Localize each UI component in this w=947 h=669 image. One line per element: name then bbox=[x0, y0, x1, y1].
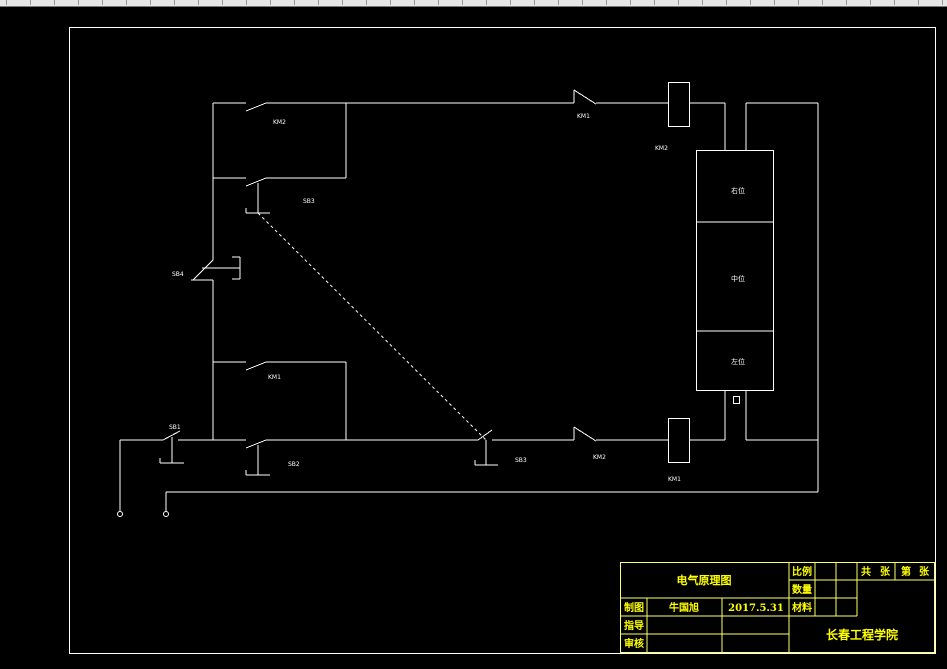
top-bar-tick bbox=[264, 0, 271, 5]
top-bar-tick bbox=[624, 0, 631, 5]
label-km1-mid: KM1 bbox=[268, 374, 281, 381]
title-block: 电气原理图 比例 数量 材料 共 张 第 张 制图 牛国旭 2017.5.31 … bbox=[620, 562, 935, 653]
top-bar-tick bbox=[144, 0, 151, 5]
label-km2-bottom: KM2 bbox=[593, 454, 606, 461]
top-bar-tick bbox=[360, 0, 367, 5]
top-bar-tick bbox=[672, 0, 679, 5]
drawing-frame bbox=[69, 27, 936, 654]
top-bar-tick bbox=[816, 0, 823, 5]
bottom-rung bbox=[119, 390, 726, 512]
label-km1-top-right: KM1 bbox=[577, 113, 590, 120]
top-bar-tick bbox=[336, 0, 343, 5]
sb4-switch bbox=[191, 256, 241, 281]
tb-date: 2017.5.31 bbox=[728, 603, 784, 614]
label-km2-top: KM2 bbox=[273, 119, 286, 126]
km2-coil bbox=[668, 82, 690, 127]
top-bar-tick bbox=[576, 0, 583, 5]
top-bar-tick bbox=[720, 0, 727, 5]
top-bar-tick bbox=[408, 0, 415, 5]
top-bar-tick bbox=[552, 0, 559, 5]
top-bar-tick bbox=[864, 0, 871, 5]
top-bar-tick bbox=[600, 0, 607, 5]
sb3-bottom-switch bbox=[474, 440, 498, 466]
top-bar-tick bbox=[504, 0, 511, 5]
top-bar-tick bbox=[120, 0, 127, 5]
label-sb2: SB2 bbox=[288, 461, 300, 468]
tb-total: 共 bbox=[861, 565, 871, 578]
label-sb1: SB1 bbox=[169, 424, 181, 431]
top-bar-tick bbox=[456, 0, 463, 5]
top-bar-tick bbox=[792, 0, 799, 5]
top-bar-tick bbox=[912, 0, 919, 5]
top-bar-tick bbox=[936, 0, 943, 5]
top-bar-tick bbox=[0, 0, 7, 5]
top-bar-tick bbox=[768, 0, 775, 5]
tb-nth: 第 bbox=[901, 565, 911, 578]
top-bar-tick bbox=[696, 0, 703, 5]
top-bar-tick bbox=[168, 0, 175, 5]
sb2-switch bbox=[245, 445, 270, 476]
top-bar-tick bbox=[72, 0, 79, 5]
label-km2-coil: KM2 bbox=[655, 145, 668, 152]
top-bar-tick bbox=[24, 0, 31, 5]
tb-school: 长春工程学院 bbox=[826, 627, 898, 642]
tb-ratio: 比例 bbox=[792, 565, 812, 578]
top-bar-tick bbox=[48, 0, 55, 5]
tb-drawn-by-label: 制图 bbox=[624, 601, 644, 614]
sb1-switch bbox=[159, 437, 184, 464]
supply-return bbox=[117, 102, 819, 517]
top-bar-tick bbox=[384, 0, 391, 5]
top-bar-tick bbox=[648, 0, 655, 5]
tb-sheets-2: 张 bbox=[919, 565, 930, 578]
top-bar-tick bbox=[216, 0, 223, 5]
tb-reviewer-label: 审核 bbox=[624, 637, 644, 650]
label-sb4: SB4 bbox=[172, 271, 184, 278]
tb-sheets-1: 张 bbox=[880, 565, 891, 578]
valve-center-position: 中位 bbox=[731, 274, 745, 283]
tb-supervisor-label: 指导 bbox=[624, 619, 644, 632]
tb-material: 材料 bbox=[792, 601, 812, 614]
tb-quantity: 数量 bbox=[792, 583, 812, 596]
valve-right-position: 右位 bbox=[731, 186, 745, 195]
top-bar-tick bbox=[744, 0, 751, 5]
sb3-top-switch bbox=[213, 177, 346, 214]
top-bar-tick bbox=[312, 0, 319, 5]
km1-hold-contact bbox=[213, 361, 347, 440]
top-bar-tick bbox=[528, 0, 535, 5]
top-bar-tick bbox=[888, 0, 895, 5]
window-top-bar bbox=[0, 0, 947, 7]
top-bar-tick bbox=[480, 0, 487, 5]
terminal-left bbox=[117, 511, 123, 517]
valve-block: 右位 中位 左位 bbox=[696, 150, 774, 404]
label-km1-coil: KM1 bbox=[668, 476, 681, 483]
tb-title: 电气原理图 bbox=[677, 573, 732, 587]
top-bar-tick bbox=[840, 0, 847, 5]
km1-coil bbox=[668, 418, 690, 463]
top-bar-tick bbox=[432, 0, 439, 5]
top-bar-tick bbox=[288, 0, 295, 5]
valve-left-position: 左位 bbox=[731, 357, 745, 366]
top-bar-tick bbox=[96, 0, 103, 5]
top-rung bbox=[213, 82, 726, 178]
tb-drawn-by: 牛国旭 bbox=[669, 601, 699, 614]
label-sb3-bottom: SB3 bbox=[515, 457, 527, 464]
top-bar-tick bbox=[192, 0, 199, 5]
top-bar-tick bbox=[240, 0, 247, 5]
label-sb3-top: SB3 bbox=[303, 198, 315, 205]
sb3-linkage bbox=[257, 212, 487, 441]
terminal-right bbox=[163, 511, 169, 517]
